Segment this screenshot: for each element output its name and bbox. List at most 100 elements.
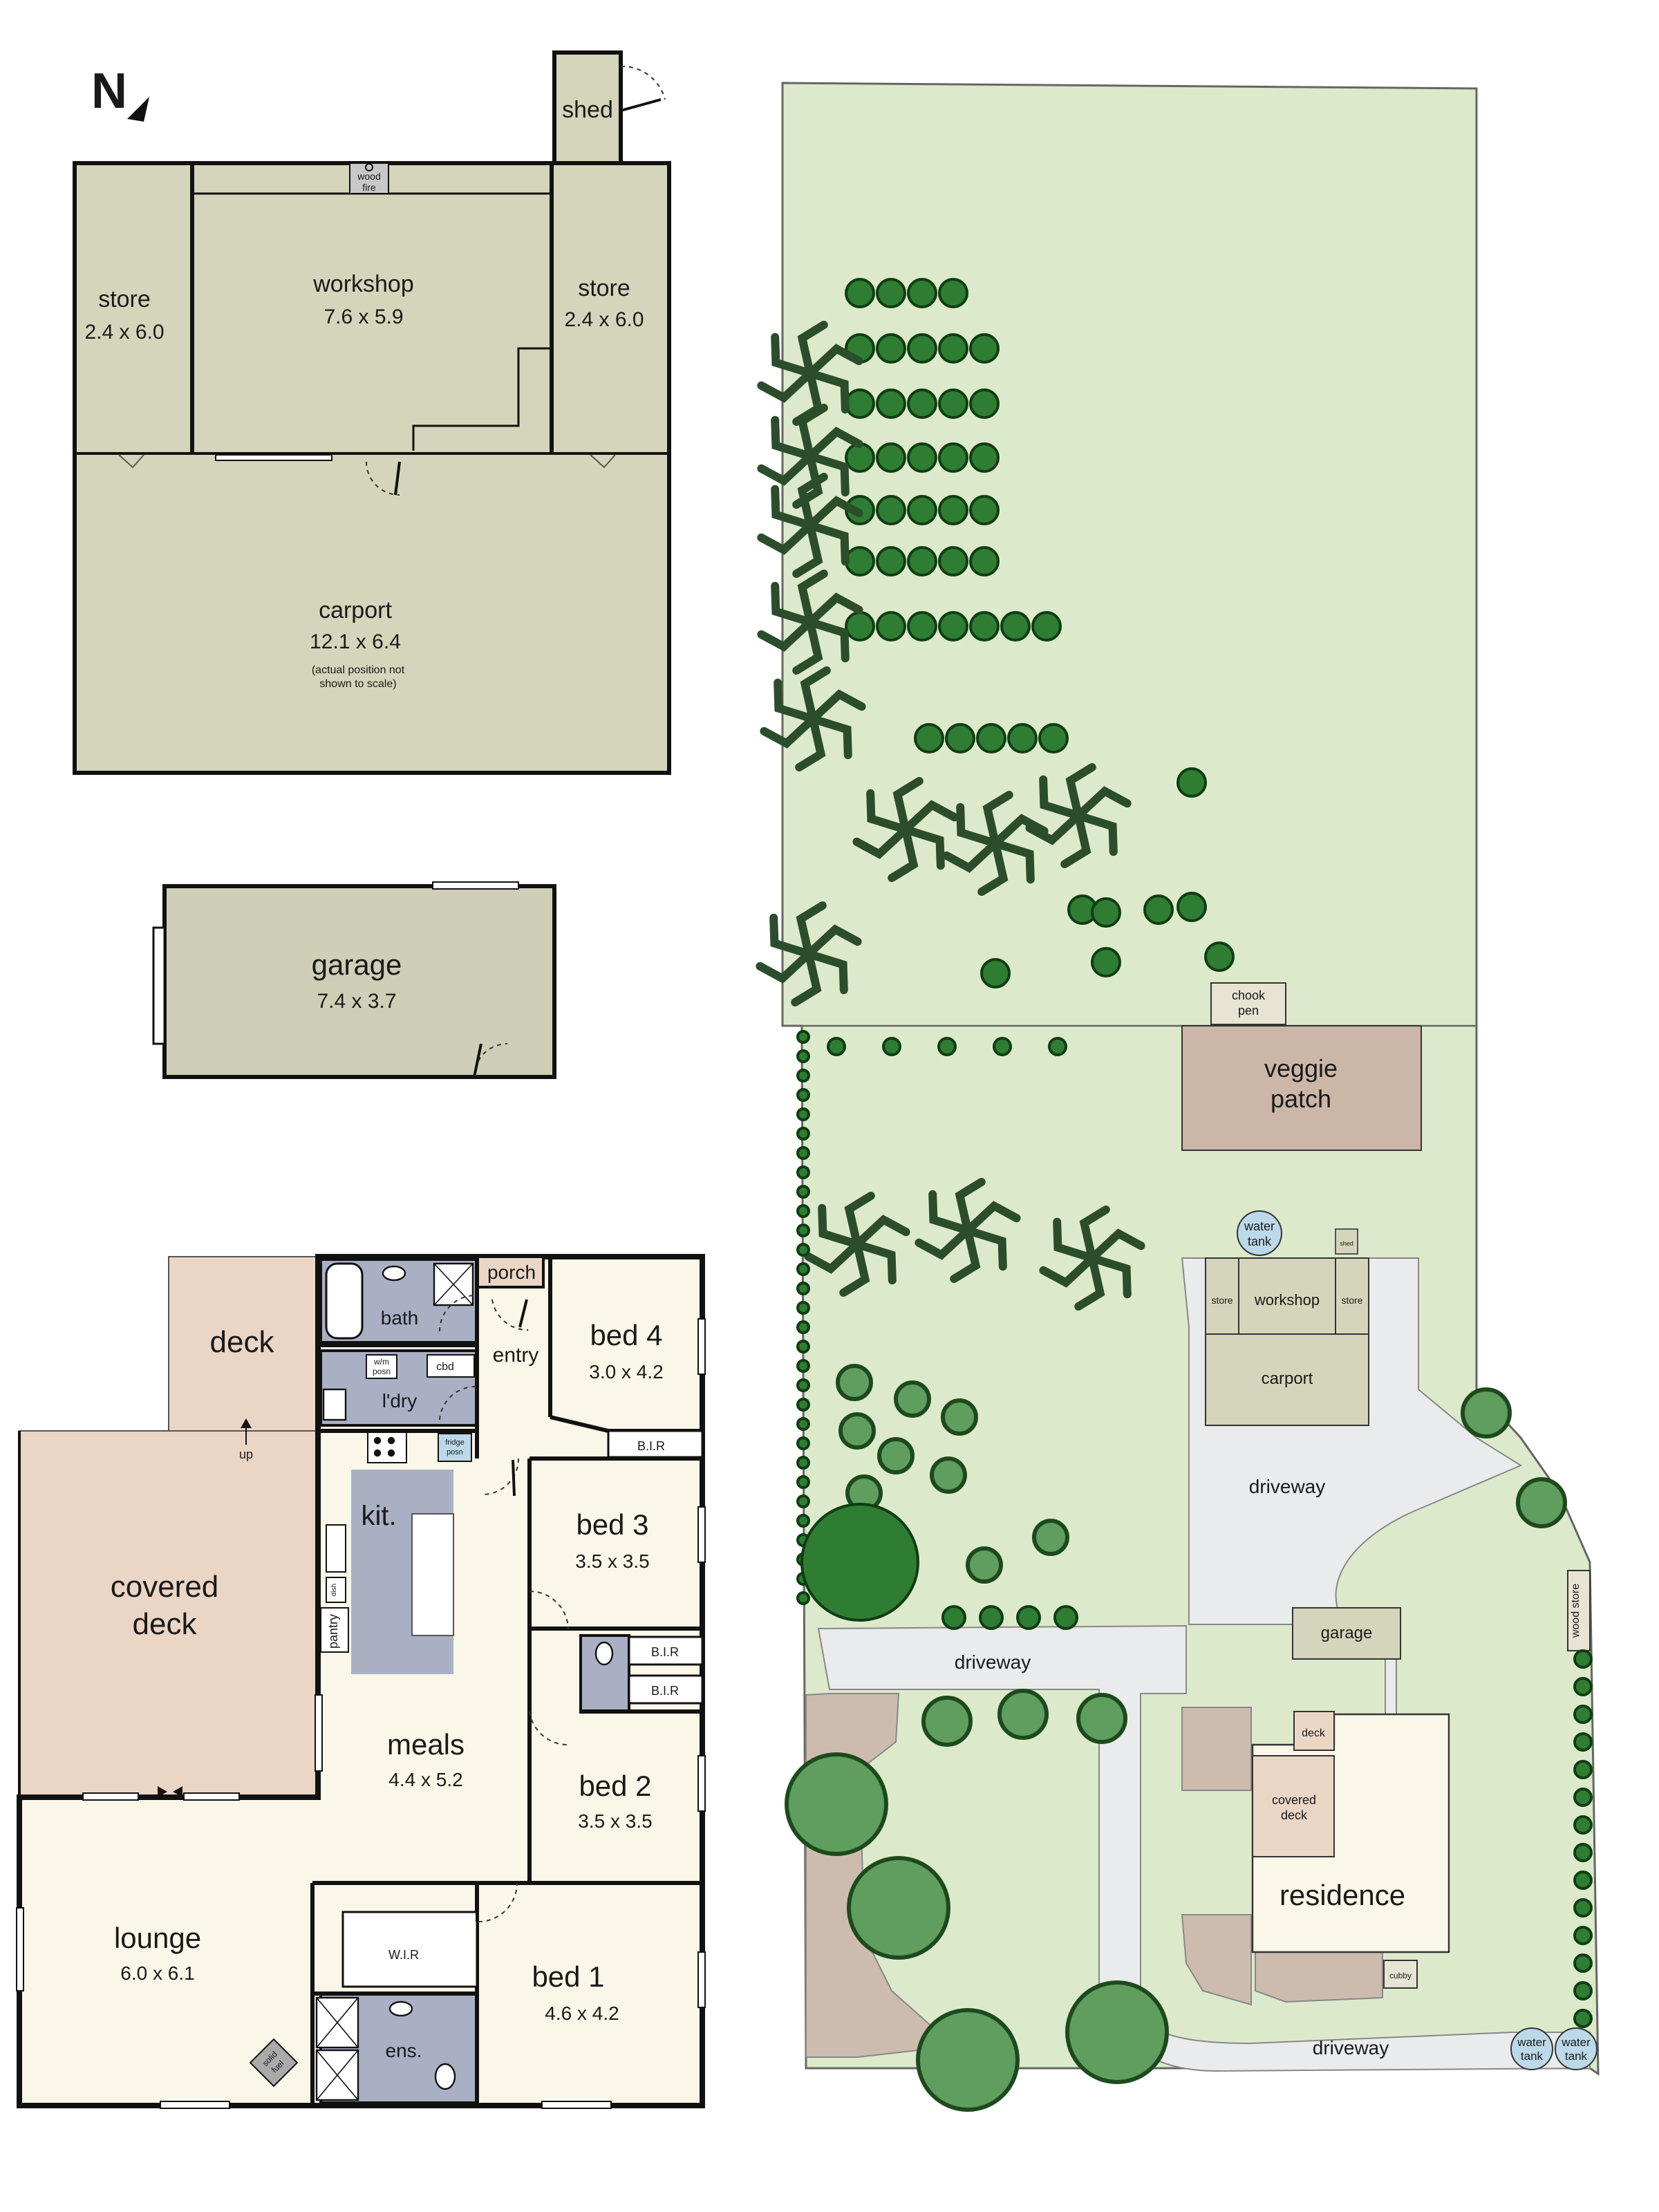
bir-label-bed3: B.I.R [651,1645,679,1659]
orchard-tree [969,611,1000,641]
bed1-name: bed 1 [532,1960,604,1993]
garden-tree [941,1398,978,1436]
gum-tree [852,777,959,882]
up-label: up [239,1447,253,1461]
shrub [937,1037,957,1056]
hedge-shrub [1573,1871,1593,1890]
orchard-tree [969,333,1000,364]
driveway-label-middle: driveway [955,1651,1031,1673]
hedge-shrub [1573,1815,1593,1835]
orchard-tree [1007,723,1038,753]
orchard-tree [907,442,937,473]
large-tree [1065,1980,1169,2084]
hedge-shrub [796,1204,810,1218]
shed-label: shed [562,97,613,123]
garden-tree [966,1546,1003,1584]
shed-door [620,98,662,112]
gum-tree [942,791,1049,896]
orchard-tree [1204,941,1235,972]
hedge-shrub [796,1049,810,1063]
workshop-name: workshop [312,271,414,297]
water-tank-right [1555,2027,1597,2070]
ensuite-basin [388,2000,413,2017]
site-store-left-label: store [1211,1295,1232,1306]
hedge-shrub [796,1243,810,1257]
orchard-tree [876,333,906,364]
orchard-tree [938,388,968,419]
gum-tree [804,1192,910,1297]
store-left-name: store [98,286,151,312]
dish-label: dish [330,1584,338,1596]
north-label: N [91,64,127,119]
orchard-tree [907,333,937,364]
wc-toilet [594,1641,614,1666]
orchard-tree [876,278,906,308]
garage-roller-door [152,926,166,1045]
hedge-shrub [796,1378,810,1392]
cbd-label: cbd [436,1361,454,1373]
garage-dims: 7.4 x 3.7 [317,990,396,1013]
chook-pen-label-1: chook [1232,988,1266,1002]
site-garage [1292,1607,1401,1660]
hedge-shrub [1573,1898,1593,1918]
fridge-label-2: posn [447,1448,463,1456]
garden-tree [877,1437,915,1474]
orchard-tree [845,388,875,419]
hedge-shrub [796,1127,810,1141]
orchard-tree [876,442,906,473]
water-tank-right-label-2: tank [1565,2050,1588,2063]
orchard-tree [969,442,1000,473]
garden-tree [1076,1693,1127,1744]
hedge-shrub [1573,1732,1593,1752]
orchard-tree [1038,723,1069,753]
ldry-label: l'dry [382,1390,417,1412]
gum-tree [757,473,863,578]
orchard-tree [1031,611,1062,641]
orchard-tree [876,611,906,641]
shrub [941,1605,966,1630]
hedge-shrub [796,1146,810,1160]
hedge-shrub [796,1262,810,1276]
porch-area [476,1255,545,1288]
wm-label-2: posn [373,1367,391,1376]
water-tank-top-label-1: water [1244,1219,1275,1233]
house-plan: B.I.R B.I.R B.I.R w/m posn cbd fridge po… [16,1254,706,2109]
orchard-tree [1000,611,1031,641]
porch-label: porch [487,1262,536,1283]
orchard-tree [876,388,906,419]
bed1-dims: 4.6 x 4.2 [545,2003,619,2024]
ens-label: ens. [386,2040,422,2061]
garage-plan: garage 7.4 x 3.7 [152,881,556,1079]
site-outbuilding [1205,1257,1369,1335]
water-tank-top [1237,1210,1282,1256]
kitchen-island [411,1513,454,1636]
carport-dims: 12.1 x 6.4 [310,630,401,653]
site-covered-deck-label-1: covered [1272,1793,1316,1807]
carport-name: carport [319,597,392,624]
orchard-tree [1143,894,1174,925]
orchard-tree [907,495,937,525]
shrub [827,1037,846,1056]
hedge-shrub [796,1301,810,1315]
orchard-tree [938,546,968,577]
garden-tree [1516,1477,1567,1528]
orchard-tree [876,495,906,525]
kit-label: kit. [361,1501,396,1531]
wood-fire [349,162,389,194]
orchard-tree [876,546,906,577]
lounge-dims: 6.0 x 6.1 [120,1962,194,1984]
orchard-tree [845,278,875,308]
garden-tree [836,1364,873,1401]
meals-dims: 4.4 x 5.2 [388,1769,462,1790]
orchard-tree [1177,767,1207,798]
hedge-shrub [796,1340,810,1353]
outbuilding-shell [73,161,671,775]
gum-tree [1039,1206,1145,1311]
carport-note-1: (actual position not [312,664,405,676]
hedge-shrub [796,1436,810,1450]
meals-name: meals [387,1728,465,1761]
orchard-tree [907,546,937,577]
orchard-tree [945,723,975,753]
garage-name: garage [312,948,402,981]
shed-door-swing [620,65,666,100]
